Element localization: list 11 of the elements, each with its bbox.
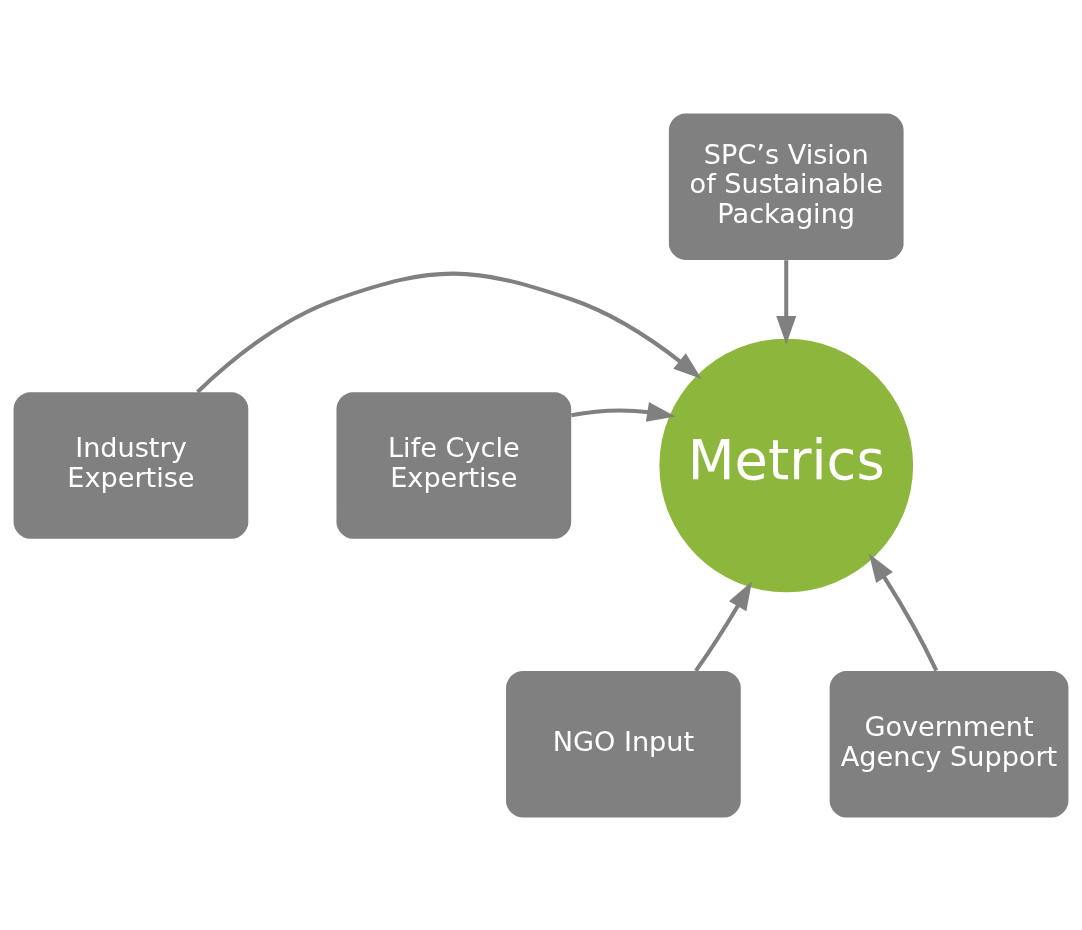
arrow [776,259,797,345]
node-box: NGO Input [506,670,741,818]
arrow [196,271,702,393]
node-box: SPC’s Vision of Sustainable Packaging [668,112,904,260]
arrow [868,553,939,671]
arrow [694,580,752,672]
node-box: Industry Expertise [13,391,249,539]
node-circle: Metrics [659,338,914,592]
node-box: Government Agency Support [829,670,1069,818]
arrow [571,401,676,422]
node-box: Life Cycle Expertise [336,391,572,539]
